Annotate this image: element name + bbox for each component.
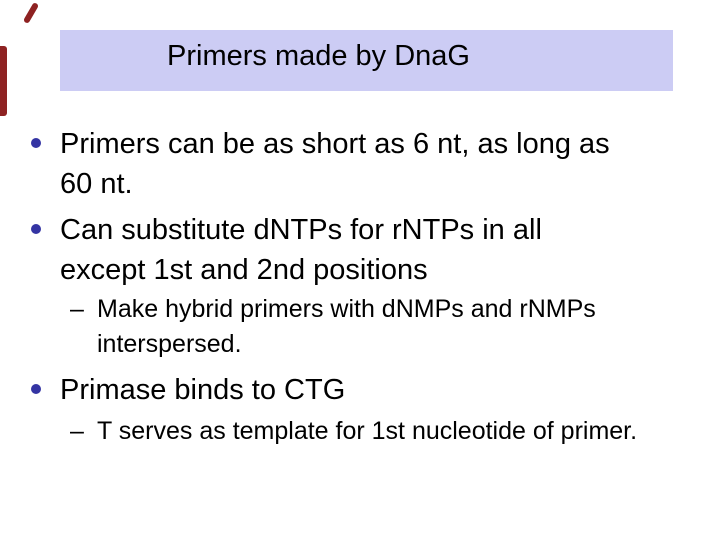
bullet-item: Can substitute dNTPs for rNTPs in all exc… [28, 210, 700, 290]
bullet-line: Can substitute dNTPs for rNTPs in all [60, 214, 542, 246]
bullet-line: except 1st and 2nd positions [60, 254, 428, 286]
bullet-line: T serves as template for 1st nucleotide … [97, 417, 638, 445]
bullet-dot-marker [31, 224, 41, 234]
slide-body: Primers can be as short as 6 nt, as long… [28, 124, 700, 449]
sub-bullet-item: –T serves as template for 1st nucleotide… [28, 414, 700, 449]
bullet-item: Primase binds to CTG [28, 370, 700, 410]
bullet-line: Make hybrid primers with dNMPs and rNMPs [97, 295, 596, 323]
bullet-line: 60 nt. [60, 168, 133, 200]
bullet-line: interspersed. [97, 330, 242, 358]
bullet-dot-marker [31, 138, 41, 148]
slide-title-bar: Primers made by DnaG [60, 30, 673, 91]
bullet-line: Primase binds to CTG [60, 374, 346, 406]
dash-marker: – [70, 295, 84, 323]
bullet-item: Primers can be as short as 6 nt, as long… [28, 124, 700, 204]
corner-accent-mark [22, 1, 40, 25]
sub-bullet-item: –Make hybrid primers with dNMPs and rNMP… [28, 292, 700, 362]
slide-title: Primers made by DnaG [167, 40, 470, 72]
bullet-line: Primers can be as short as 6 nt, as long… [60, 128, 610, 160]
bullet-dot-marker [31, 384, 41, 394]
left-edge-accent-mark [0, 46, 7, 116]
dash-marker: – [70, 417, 84, 445]
